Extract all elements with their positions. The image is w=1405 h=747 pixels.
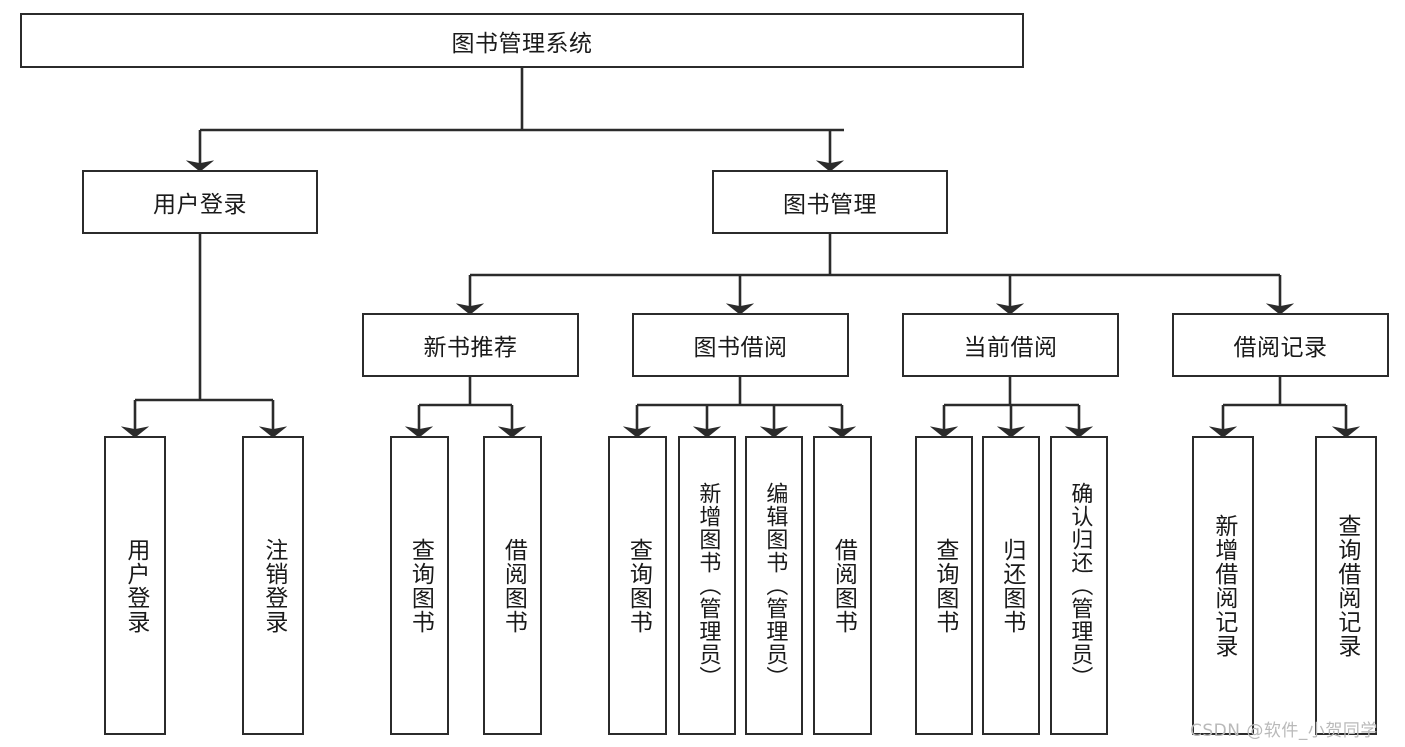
node-label: 借阅记录	[1233, 335, 1328, 361]
node-label: 查询图书	[625, 537, 652, 634]
leaf-logout[interactable]: 注销登录	[242, 436, 304, 735]
node-label: 图书借阅	[693, 335, 788, 361]
node-label: 查询借阅记录	[1333, 513, 1360, 658]
leaf-add-borrow-record[interactable]: 新增借阅记录	[1192, 436, 1254, 735]
node-label: 注销登录	[260, 537, 287, 634]
node-label: 借阅图书	[500, 537, 527, 634]
node-user-login[interactable]: 用户登录	[82, 170, 318, 234]
leaf-query-books-newbook[interactable]: 查询图书	[390, 436, 449, 735]
node-root-book-management-system[interactable]: 图书管理系统	[20, 13, 1024, 68]
leaf-edit-book-admin[interactable]: 编辑图书（管理员）	[745, 436, 803, 735]
leaf-query-borrow-record[interactable]: 查询借阅记录	[1315, 436, 1377, 735]
leaf-return-books[interactable]: 归还图书	[982, 436, 1040, 735]
node-label: 图书管理系统	[451, 30, 593, 57]
node-label: 用户登录	[122, 537, 149, 634]
node-label: 确认归还（管理员）	[1067, 482, 1093, 689]
node-new-book-recommendation[interactable]: 新书推荐	[362, 313, 579, 377]
node-label: 新增借阅记录	[1210, 513, 1237, 658]
leaf-borrow-books[interactable]: 借阅图书	[813, 436, 872, 735]
node-label: 新增图书（管理员）	[695, 482, 721, 689]
csdn-watermark: CSDN @软件_小贺同学	[1190, 721, 1378, 741]
node-label: 图书管理	[783, 192, 877, 218]
leaf-add-book-admin[interactable]: 新增图书（管理员）	[678, 436, 736, 735]
leaf-user-login[interactable]: 用户登录	[104, 436, 166, 735]
node-book-management[interactable]: 图书管理	[712, 170, 948, 234]
node-book-borrowing[interactable]: 图书借阅	[632, 313, 849, 377]
node-current-borrowing[interactable]: 当前借阅	[902, 313, 1119, 377]
leaf-query-books-current[interactable]: 查询图书	[915, 436, 973, 735]
leaf-query-books-borrow[interactable]: 查询图书	[608, 436, 667, 735]
node-borrow-records[interactable]: 借阅记录	[1172, 313, 1389, 377]
node-label: 当前借阅	[963, 335, 1058, 361]
node-label: 新书推荐	[423, 335, 518, 361]
node-label: 借阅图书	[830, 537, 857, 634]
node-label: 归还图书	[998, 537, 1025, 634]
leaf-borrow-books-newbook[interactable]: 借阅图书	[483, 436, 542, 735]
leaf-confirm-return-admin[interactable]: 确认归还（管理员）	[1050, 436, 1108, 735]
node-label: 编辑图书（管理员）	[762, 482, 788, 689]
node-label: 用户登录	[153, 192, 247, 218]
node-label: 查询图书	[931, 537, 958, 634]
node-label: 查询图书	[407, 537, 434, 634]
